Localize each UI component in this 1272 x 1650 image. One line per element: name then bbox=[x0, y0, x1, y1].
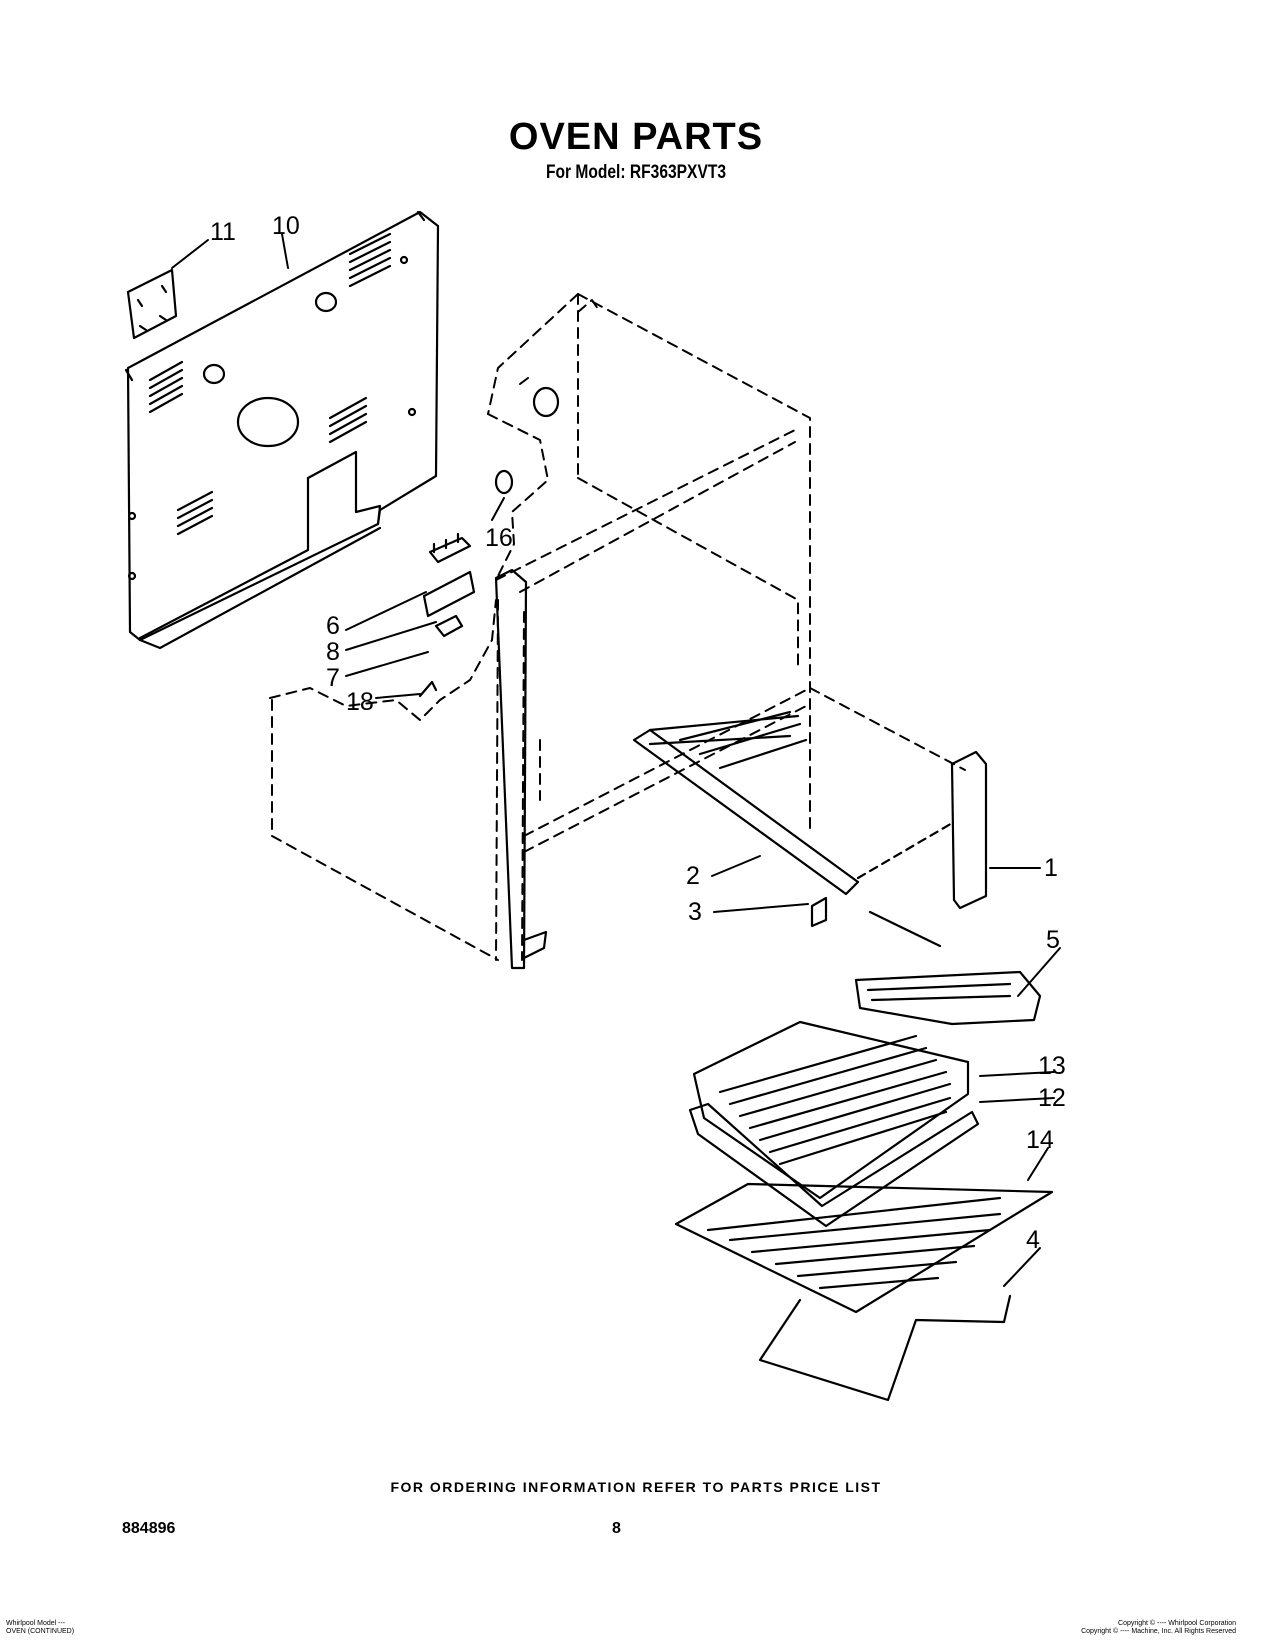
part-13-broiler-grid bbox=[692, 1020, 970, 1200]
callout-2: 2 bbox=[686, 862, 700, 890]
callout-13: 13 bbox=[1038, 1052, 1066, 1080]
fine-print-left-line-1: Whirlpool Model --- bbox=[6, 1620, 66, 1627]
part-4-bake-element bbox=[758, 1294, 1012, 1402]
part-3-clip bbox=[810, 896, 828, 928]
fine-print-left-line-2: OVEN (CONTINUED) bbox=[6, 1628, 75, 1635]
callout-labels: 11 10 16 6 8 7 18 2 3 1 5 13 12 14 4 bbox=[210, 212, 1066, 1254]
callout-5: 5 bbox=[1046, 926, 1060, 954]
part-12-broiler-pan bbox=[688, 1102, 980, 1228]
part-18-clip bbox=[418, 680, 438, 698]
callout-11: 11 bbox=[210, 218, 236, 246]
part-11-plate bbox=[126, 268, 178, 340]
document-number: 884896 bbox=[122, 1520, 176, 1537]
part-5-broil-element bbox=[854, 910, 1042, 1026]
fine-print-right-line-2: Copyright © ---- Machine, Inc. All Right… bbox=[1081, 1628, 1236, 1635]
callout-10: 10 bbox=[272, 212, 300, 240]
callout-18: 18 bbox=[346, 688, 374, 716]
leader-lines bbox=[171, 233, 1061, 1287]
part-6-terminal-block bbox=[422, 532, 476, 618]
callout-7: 7 bbox=[326, 664, 340, 692]
part-14-oven-rack bbox=[674, 1182, 1054, 1314]
part-2-rail bbox=[632, 710, 860, 896]
callout-14: 14 bbox=[1026, 1126, 1054, 1154]
fine-print-right-line-1: Copyright © ---- Whirlpool Corporation bbox=[1118, 1620, 1236, 1627]
callout-1: 1 bbox=[1044, 854, 1058, 882]
page-number: 8 bbox=[612, 1520, 621, 1537]
part-8-bracket bbox=[434, 614, 464, 638]
model-subtitle: For Model: RF363PXVT3 bbox=[545, 162, 727, 183]
callout-8: 8 bbox=[326, 638, 340, 666]
part-1-bracket bbox=[950, 750, 988, 910]
callout-6: 6 bbox=[326, 612, 340, 640]
fine-print-left: Whirlpool Model --- OVEN (CONTINUED) bbox=[6, 1620, 74, 1636]
cabinet-outline bbox=[269, 293, 966, 961]
part-16-grommet bbox=[494, 469, 514, 495]
callout-4: 4 bbox=[1026, 1226, 1040, 1254]
callout-3: 3 bbox=[688, 898, 702, 926]
callout-12: 12 bbox=[1038, 1084, 1066, 1112]
cabinet-cutout bbox=[532, 386, 560, 418]
part-10-rear-panel bbox=[124, 210, 440, 650]
fine-print-right: Copyright © ---- Whirlpool Corporation C… bbox=[1081, 1620, 1236, 1636]
part-1-dashed-link bbox=[856, 820, 956, 880]
callout-16: 16 bbox=[485, 524, 513, 552]
ordering-note: FOR ORDERING INFORMATION REFER TO PARTS … bbox=[390, 1479, 882, 1495]
side-panel-end bbox=[494, 568, 548, 970]
page-title: OVEN PARTS bbox=[508, 116, 764, 158]
